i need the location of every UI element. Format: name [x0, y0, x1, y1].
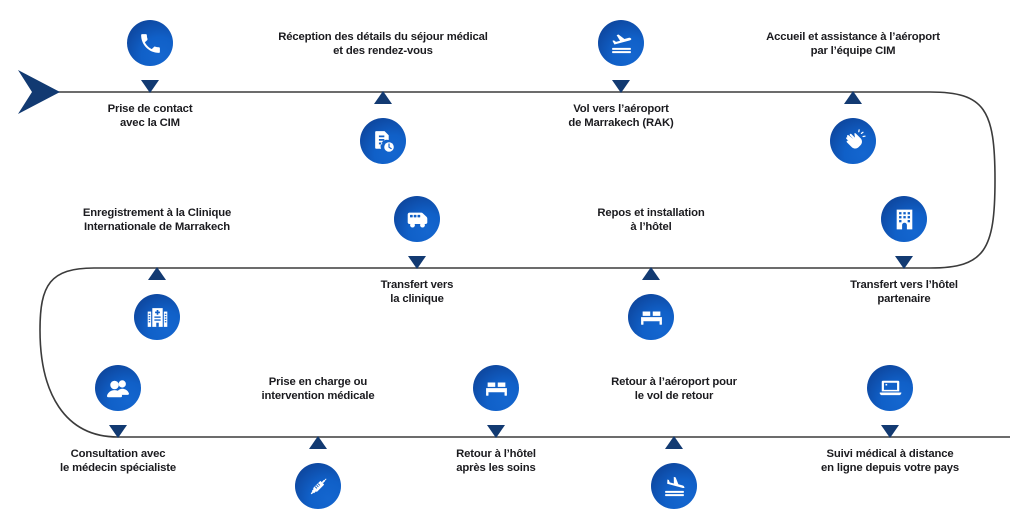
laptop-icon: [867, 365, 913, 411]
timeline-step-label: Suivi médical à distance en ligne depuis…: [821, 448, 959, 475]
timeline-step-label: Transfert vers la clinique: [380, 279, 454, 306]
timeline-marker: [642, 267, 660, 280]
shuttle-van-icon: [394, 196, 440, 242]
timeline-step-label: Enregistrement à la Clinique Internation…: [82, 207, 232, 234]
phone-icon: [127, 20, 173, 66]
syringe-icon: [295, 463, 341, 509]
timeline-step-label: Transfert vers l’hôtel partenaire: [850, 279, 958, 306]
document-clock-icon: [360, 118, 406, 164]
hospital-building-icon: [134, 294, 180, 340]
timeline-step-label: Prise en charge ou intervention médicale: [261, 376, 375, 403]
timeline-step-label: Accueil et assistance à l’aéroport par l…: [766, 31, 940, 58]
timeline-step-label: Retour à l’hôtel après les soins: [456, 448, 536, 475]
timeline-marker: [844, 91, 862, 104]
timeline-step-label: Prise de contact avec la CIM: [107, 103, 193, 130]
timeline-path: [39, 91, 1010, 438]
timeline-step-label: Consultation avec le médecin spécialiste: [59, 448, 176, 475]
waving-hands-icon: [830, 118, 876, 164]
timeline-marker: [408, 256, 426, 269]
timeline-marker: [374, 91, 392, 104]
timeline-marker: [665, 436, 683, 449]
plane-departure-icon: [598, 20, 644, 66]
timeline-step-label: Retour à l’aéroport pour le vol de retou…: [611, 376, 737, 403]
timeline-step-label: Repos et installation à l’hôtel: [597, 207, 705, 234]
plane-arrival-icon: [651, 463, 697, 509]
timeline-marker: [487, 425, 505, 438]
timeline-marker: [895, 256, 913, 269]
timeline-marker: [881, 425, 899, 438]
timeline-marker: [309, 436, 327, 449]
hotel-building-icon: [881, 196, 927, 242]
timeline-marker: [148, 267, 166, 280]
bed-icon: [473, 365, 519, 411]
timeline-marker: [612, 80, 630, 93]
doctor-people-icon: [95, 365, 141, 411]
timeline-step-label: Réception des détails du séjour médical …: [278, 31, 488, 58]
timeline-step-label: Vol vers l’aéroport de Marrakech (RAK): [568, 103, 674, 130]
start-arrowhead: [18, 70, 60, 114]
bed-icon: [628, 294, 674, 340]
timeline-marker: [141, 80, 159, 93]
timeline-marker: [109, 425, 127, 438]
